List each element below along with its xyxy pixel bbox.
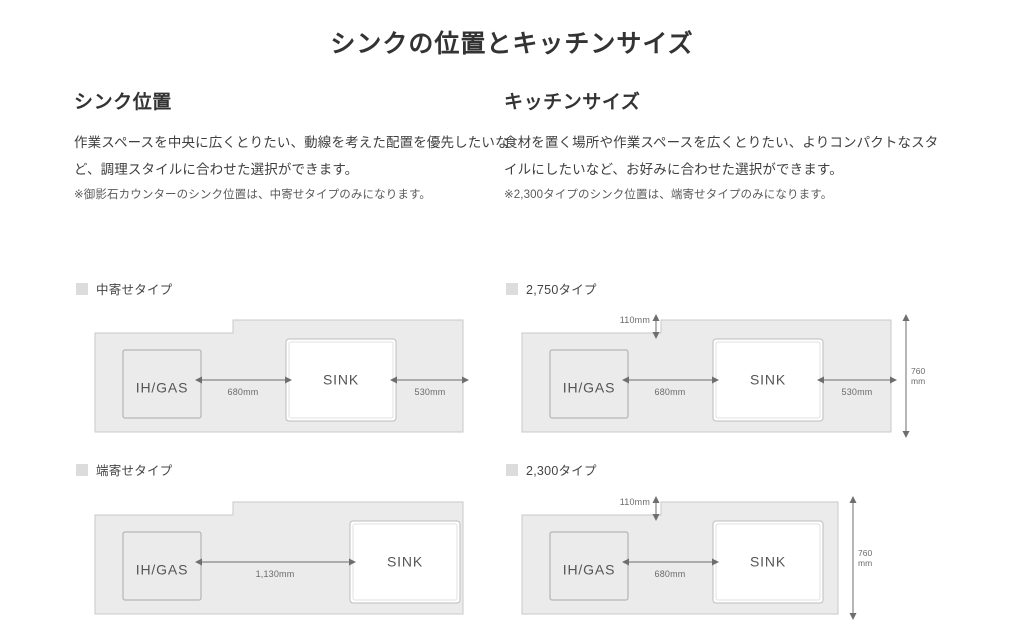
dim-text-sink-to-edge: 530mm — [415, 387, 446, 397]
ihgas-box — [549, 349, 629, 419]
diagram-center-sink: IH/GAS SINK 680mm 530mm — [80, 310, 480, 450]
column-kitchen-size: キッチンサイズ 食材を置く場所や作業スペースを広くとりたい、よりコンパクトなスタ… — [504, 92, 944, 207]
column-body-kitchen-size: 食材を置く場所や作業スペースを広くとりたい、よりコンパクトなスタイルにしたいなど… — [504, 134, 939, 177]
dim-text-ihgas-to-sink: 680mm — [655, 569, 686, 579]
diagram-edge-sink: IH/GAS SINK 1,130mm — [80, 492, 480, 632]
sink-label: SINK — [387, 554, 423, 570]
column-heading-kitchen-size: キッチンサイズ — [504, 92, 641, 113]
sink-label: SINK — [750, 372, 786, 388]
dim-text-ihgas-to-sink: 680mm — [655, 387, 686, 397]
swatch-icon — [506, 282, 518, 295]
type-label-text: 端寄せタイプ — [96, 464, 173, 478]
column-note-kitchen-size: ※2,300タイプのシンク位置は、端寄せタイプのみになります。 — [504, 188, 833, 201]
swatch-icon — [76, 282, 88, 295]
type-label-text: 2,750タイプ — [526, 283, 597, 297]
type-label-edge-sink: 端寄せタイプ — [76, 460, 173, 479]
ihgas-box — [122, 349, 202, 419]
column-sink-position: シンク位置 作業スペースを中央に広くとりたい、動線を考えた配置を優先したいなど、… — [74, 92, 514, 207]
dim-text-step: 110mm — [620, 497, 650, 507]
dim-text-ihgas-to-sink: 680mm — [228, 387, 259, 397]
ihgas-box — [122, 531, 202, 601]
type-label-2750: 2,750タイプ — [506, 279, 597, 298]
sink-label: SINK — [323, 372, 359, 388]
ihgas-label: IH/GAS — [136, 380, 189, 396]
swatch-icon — [76, 463, 88, 476]
dim-text-ihgas-to-sink: 1,130mm — [256, 569, 295, 579]
type-label-center-sink: 中寄せタイプ — [76, 279, 173, 298]
ihgas-label: IH/GAS — [563, 562, 616, 578]
dim-text-depth-value: 760 — [858, 548, 872, 558]
page-title: シンクの位置とキッチンサイズ — [330, 30, 694, 58]
column-body-sink-position: 作業スペースを中央に広くとりたい、動線を考えた配置を優先したいなど、調理スタイル… — [74, 134, 509, 177]
type-label-2300: 2,300タイプ — [506, 460, 597, 479]
dim-text-depth-unit: mm — [858, 558, 872, 568]
dim-text-depth-value: 760 — [911, 366, 925, 376]
diagram-2750: IH/GAS SINK 110mm 680mm 530mm 760 mm — [508, 310, 928, 450]
column-heading-sink-position: シンク位置 — [74, 92, 172, 113]
ihgas-label: IH/GAS — [136, 562, 189, 578]
diagram-2300: IH/GAS SINK 110mm 680mm 760 mm — [508, 492, 908, 632]
swatch-icon — [506, 463, 518, 476]
ihgas-label: IH/GAS — [563, 380, 616, 396]
intro-columns: シンク位置 作業スペースを中央に広くとりたい、動線を考えた配置を優先したいなど、… — [0, 92, 1024, 636]
ihgas-box — [549, 531, 629, 601]
type-label-text: 2,300タイプ — [526, 464, 597, 478]
type-label-text: 中寄せタイプ — [96, 283, 173, 297]
dim-text-step: 110mm — [620, 315, 650, 325]
dim-text-sink-to-edge: 530mm — [842, 387, 873, 397]
sink-label: SINK — [750, 554, 786, 570]
column-note-sink-position: ※御影石カウンターのシンク位置は、中寄せタイプのみになります。 — [74, 188, 432, 201]
dim-text-depth-unit: mm — [911, 376, 925, 386]
